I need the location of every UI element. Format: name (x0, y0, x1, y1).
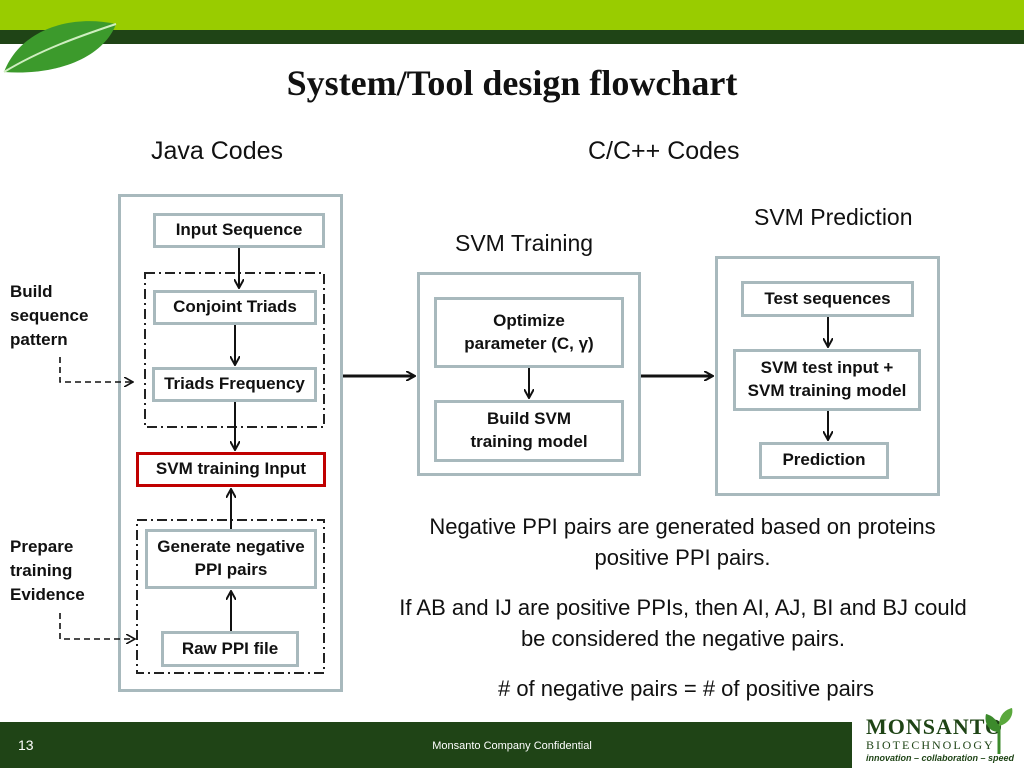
raw-ppi-file-box: Raw PPI file (161, 631, 299, 667)
java-codes-heading: Java Codes (151, 137, 284, 165)
note-count: # of negative pairs = # of positive pair… (497, 676, 875, 701)
arrow-prepare-evidence (59, 613, 134, 639)
note-example: If AB and IJ are positive PPIs, then AI,… (399, 595, 967, 651)
note-negative-generation: Negative PPI pairs are generated based o… (429, 514, 936, 570)
top-green-band (0, 0, 1024, 30)
svm-training-heading: SVM Training (455, 230, 594, 256)
leaf-icon (3, 21, 117, 73)
build-svm-model-box: Build SVM training model (434, 400, 624, 462)
prepare-evidence-group (136, 519, 325, 674)
logo-bio: BIOTECHNOLOGY (866, 738, 995, 752)
confidential-text: Monsanto Company Confidential (432, 740, 592, 752)
arrow-build-pattern (59, 357, 132, 382)
sprout-icon (985, 708, 1013, 754)
logo-name: MONSANTO (866, 714, 1004, 739)
prepare-evidence-label: Prepare training Evidence (10, 537, 85, 604)
svm-training-input-box: SVM training Input (136, 452, 326, 487)
optimize-parameter-box: Optimize parameter (C, γ) (434, 297, 624, 368)
build-pattern-label: Build sequence pattern (10, 282, 89, 349)
conjoint-triads-box: Conjoint Triads (153, 290, 317, 325)
test-sequences-box: Test sequences (741, 281, 914, 317)
monsanto-logo (852, 704, 1024, 768)
triads-frequency-box: Triads Frequency (152, 367, 317, 402)
page-number: 13 (18, 737, 34, 753)
slide-title: System/Tool design flowchart (286, 63, 738, 103)
input-sequence-box: Input Sequence (153, 213, 325, 248)
cpp-codes-heading: C/C++ Codes (588, 137, 740, 165)
prediction-box: Prediction (759, 442, 889, 479)
svm-test-input-box: SVM test input + SVM training model (733, 349, 921, 411)
logo-tagline: innovation – collaboration – speed (866, 753, 1015, 763)
svm-prediction-heading: SVM Prediction (754, 204, 913, 230)
top-dark-band (0, 30, 1024, 44)
generate-negative-box: Generate negative PPI pairs (145, 529, 317, 589)
